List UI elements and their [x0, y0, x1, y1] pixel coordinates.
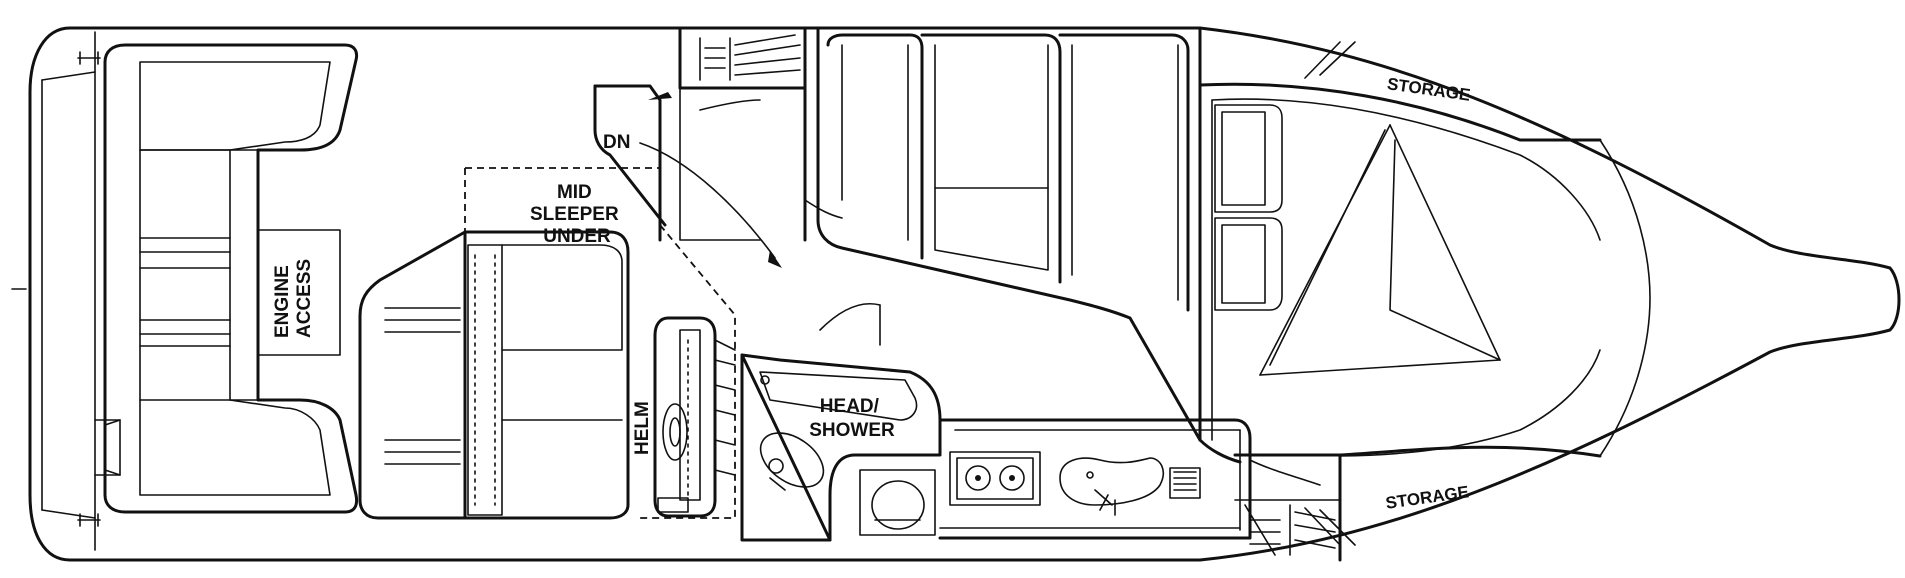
steps-top: [678, 26, 807, 241]
v-berth: [1198, 26, 1602, 546]
aft-lounge-seating: [94, 43, 359, 514]
mid-sleeper-line1: MID: [557, 182, 592, 203]
transom-cleats: [11, 51, 101, 527]
galley: [938, 418, 1252, 540]
engine-label-line1: ENGINE: [272, 265, 293, 338]
engine-label-line2: ACCESS: [294, 259, 315, 338]
companionway: DN: [593, 84, 782, 268]
head-label-line2: SHOWER: [809, 420, 895, 441]
helm-label: HELM: [632, 401, 653, 455]
down-label: DN: [603, 132, 630, 153]
mid-sleeper-line3: UNDER: [543, 226, 611, 247]
head-label-line1: HEAD/: [820, 396, 880, 417]
svg-text:ENGINE ACCESS: ENGINE ACCESS: [272, 259, 315, 338]
helm-console: HELM: [632, 316, 736, 518]
hull: [28, 26, 1901, 562]
engine-access-label: ENGINE ACCESS: [272, 259, 315, 338]
head-shower-label: HEAD/ SHOWER: [809, 396, 895, 441]
dinette: [803, 26, 1242, 464]
mid-sleeper-line2: SLEEPER: [530, 204, 619, 225]
storage-top-label: STORAGE: [1386, 74, 1472, 104]
v-berth-ports: [1214, 104, 1283, 311]
mid-sleeper-label: MID SLEEPER UNDER: [530, 182, 624, 247]
helm-seat: [358, 230, 630, 520]
mid-sleeper-area: MID SLEEPER UNDER: [464, 167, 736, 519]
head-shower: HEAD/ SHOWER: [740, 303, 942, 542]
